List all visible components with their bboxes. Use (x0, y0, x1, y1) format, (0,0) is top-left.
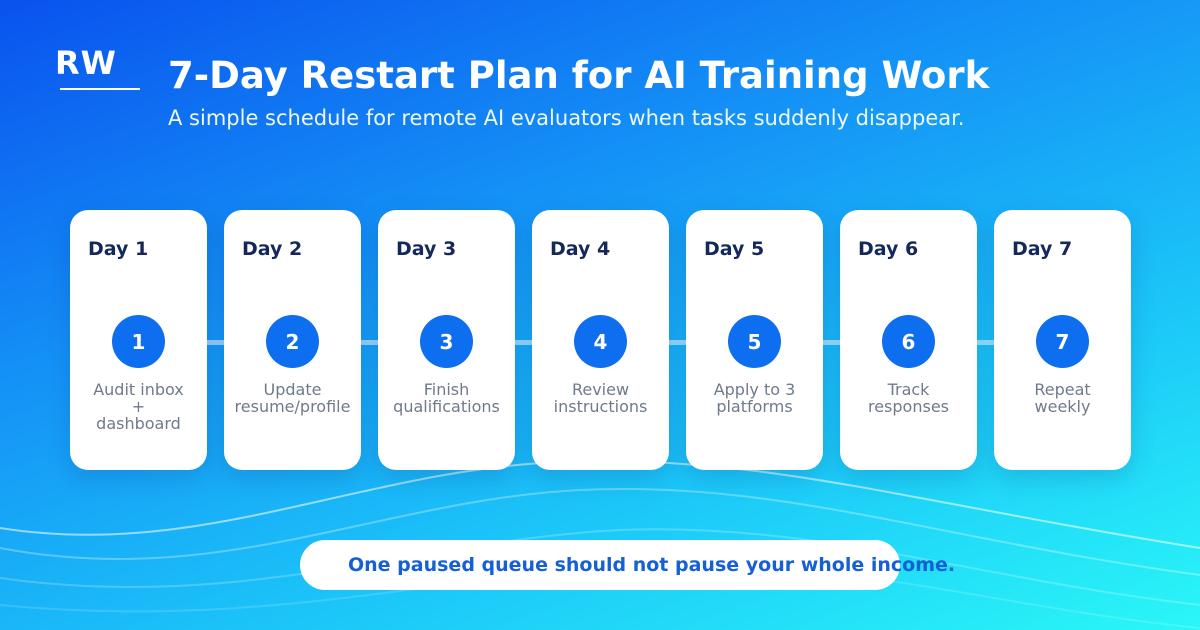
day-label: Day 7 (1012, 238, 1073, 260)
day-label: Day 1 (88, 238, 149, 260)
step-number-badge: 5 (728, 315, 781, 368)
step-number-badge: 3 (420, 315, 473, 368)
step-description: Audit inbox + dashboard (93, 380, 184, 433)
logo-underline (60, 88, 140, 90)
step-description: Finish qualifications (393, 380, 500, 416)
step-number-badge: 1 (112, 315, 165, 368)
day-card-2: Day 2 2 Update resume/profile (224, 210, 361, 470)
step-description: Review instructions (553, 380, 648, 416)
day-card-5: Day 5 5 Apply to 3 platforms (686, 210, 823, 470)
day-label: Day 4 (550, 238, 611, 260)
day-card-4: Day 4 4 Review instructions (532, 210, 669, 470)
step-description: Apply to 3 platforms (713, 380, 796, 416)
logo: RW (55, 44, 117, 82)
step-description: Update resume/profile (234, 380, 351, 416)
day-label: Day 6 (858, 238, 919, 260)
day-card-1: Day 1 1 Audit inbox + dashboard (70, 210, 207, 470)
day-label: Day 3 (396, 238, 457, 260)
day-card-7: Day 7 7 Repeat weekly (994, 210, 1131, 470)
tagline-text: One paused queue should not pause your w… (348, 554, 956, 576)
step-number-badge: 4 (574, 315, 627, 368)
page-subtitle: A simple schedule for remote AI evaluato… (168, 106, 965, 130)
day-card-6: Day 6 6 Track responses (840, 210, 977, 470)
step-number-badge: 6 (882, 315, 935, 368)
day-card-3: Day 3 3 Finish qualifications (378, 210, 515, 470)
step-description: Track responses (867, 380, 949, 416)
step-number-badge: 7 (1036, 315, 1089, 368)
step-description: Repeat weekly (1034, 380, 1091, 416)
day-label: Day 5 (704, 238, 765, 260)
day-label: Day 2 (242, 238, 303, 260)
step-number-badge: 2 (266, 315, 319, 368)
tagline-banner: One paused queue should not pause your w… (300, 540, 955, 590)
page-title: 7-Day Restart Plan for AI Training Work (168, 54, 990, 97)
